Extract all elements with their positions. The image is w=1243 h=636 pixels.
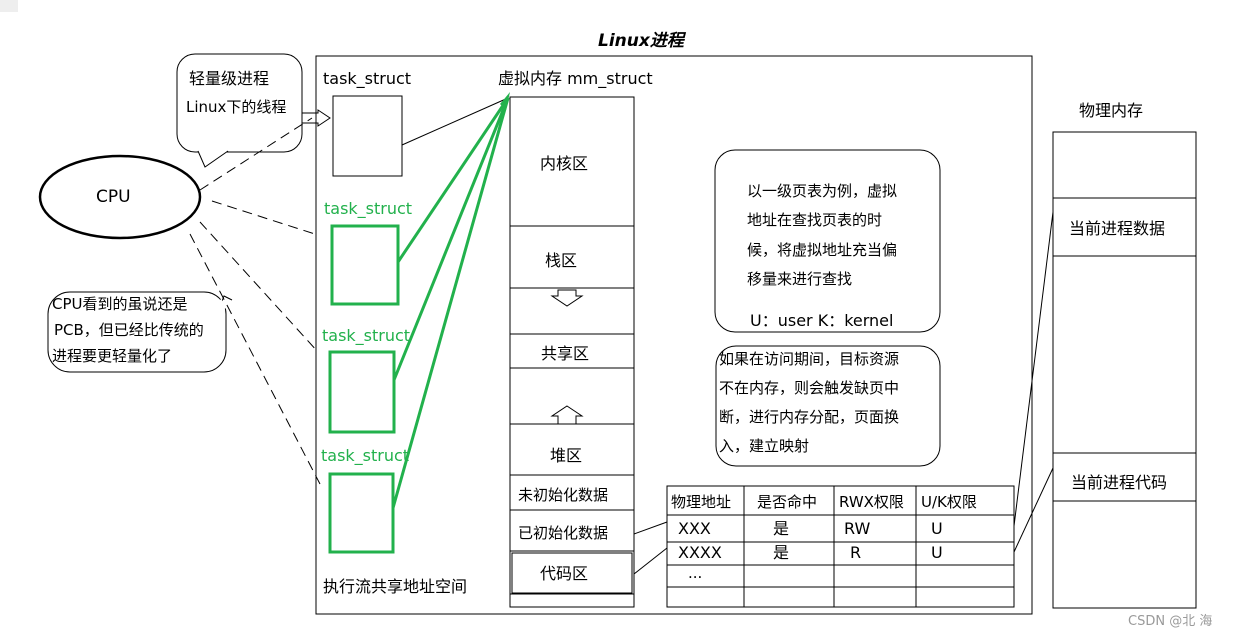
note-pagefault-line1: 如果在访问期间，目标资源 — [719, 350, 900, 368]
page-table-header-hit: 是否命中 — [757, 493, 818, 511]
page-table-cell: 是 — [773, 519, 790, 538]
bubble-cpu-note-line3: 进程要更轻量化了 — [52, 347, 173, 365]
page-table-header-phys: 物理地址 — [671, 493, 732, 511]
note-pagetable-line1: 以一级页表为例，虚拟 — [747, 182, 898, 200]
task-struct-label-thread-3: task_struct — [321, 446, 410, 465]
task-struct-box-thread-1 — [330, 224, 400, 306]
page-table-cell: RW — [844, 519, 871, 538]
page-table-grid — [666, 485, 1015, 608]
vm-region-kernel: 内核区 — [540, 154, 589, 173]
mm-struct-label: 虚拟内存 mm_struct — [498, 69, 653, 88]
heap-grow-up-arrow — [550, 405, 584, 425]
page-table-cell: U — [931, 543, 943, 562]
mm-arrowhead — [500, 92, 510, 110]
link-data-to-table — [633, 521, 668, 535]
vm-region-stack: 栈区 — [545, 251, 578, 270]
note-pagefault-line2: 不在内存，则会触发缺页中 — [719, 379, 900, 397]
physical-memory-code-block: 当前进程代码 — [1071, 473, 1168, 492]
physical-memory-label: 物理内存 — [1079, 101, 1144, 120]
bubble-lightweight — [176, 53, 303, 168]
task-struct-box-thread-2 — [328, 350, 396, 434]
vm-region-bss: 未初始化数据 — [518, 486, 609, 504]
stack-grow-down-arrow — [550, 289, 584, 307]
physical-memory-column — [1052, 131, 1197, 609]
bubble-cpu-note-line2: PCB，但已经比传统的 — [54, 321, 204, 339]
vm-region-heap: 堆区 — [550, 446, 583, 465]
shared-region-box — [509, 333, 635, 369]
page-table-cell: 是 — [773, 543, 790, 562]
bubble-lightweight-line2: Linux下的线程 — [186, 98, 287, 116]
note-pagetable-line5: U：user K：kernel — [750, 311, 894, 330]
watermark: CSDN @北 海 — [1128, 614, 1213, 629]
note-pagefault-line3: 断，进行内存分配，页面换 — [719, 408, 900, 426]
page-table-cell: R — [850, 543, 862, 562]
cpu-dashed-links — [189, 117, 321, 485]
note-pagefault-box — [715, 345, 941, 467]
page-table-header-rwx: RWX权限 — [839, 493, 904, 511]
task-struct-label-thread-2: task_struct — [322, 326, 411, 345]
page-table-cell: XXX — [678, 519, 711, 538]
task-struct-label-thread-1: task_struct — [324, 199, 413, 218]
page-table-cell: XXXX — [678, 543, 722, 562]
link-code-to-table — [633, 547, 668, 575]
cpu-ellipse — [38, 154, 202, 240]
vm-region-shared: 共享区 — [541, 344, 590, 363]
task-struct-label-main: task_struct — [323, 69, 412, 88]
link-table-to-phys-data — [1013, 211, 1054, 527]
task-struct-box-main — [332, 95, 403, 177]
data-regions-box — [509, 474, 635, 552]
vm-region-code: 代码区 — [540, 564, 589, 583]
link-table-to-phys-code — [1013, 467, 1054, 553]
code-region-box — [511, 552, 633, 594]
note-pagetable-line4: 移量来进行查找 — [747, 270, 853, 288]
note-pagetable-line3: 候，将虚拟地址充当偏 — [747, 241, 898, 259]
page-table-header-uk: U/K权限 — [921, 493, 977, 511]
hollow-arrow — [302, 109, 331, 127]
bubble-lightweight-line1: 轻量级进程 — [189, 69, 270, 88]
link-main-to-mm — [401, 97, 509, 146]
note-pagefault-line4: 入，建立映射 — [719, 437, 810, 455]
corner-mark — [0, 0, 18, 12]
page-table-cell: U — [931, 519, 943, 538]
vm-region-data: 已初始化数据 — [518, 524, 609, 542]
page-table-cell: ... — [688, 564, 703, 582]
green-thread-links — [391, 97, 510, 509]
task-struct-box-thread-3 — [328, 472, 395, 554]
physical-memory-data-block: 当前进程数据 — [1069, 219, 1166, 238]
note-pagetable-box — [714, 149, 941, 333]
linux-process-frame — [315, 55, 1033, 615]
diagram-title: Linux进程 — [598, 31, 684, 51]
shared-space-label: 执行流共享地址空间 — [323, 577, 468, 596]
note-pagetable-line2: 地址在查找页表的时 — [747, 211, 883, 229]
cpu-label: CPU — [96, 187, 131, 207]
bubble-cpu-note — [47, 291, 233, 373]
bubble-cpu-note-line1: CPU看到的虽说还是 — [52, 295, 188, 313]
